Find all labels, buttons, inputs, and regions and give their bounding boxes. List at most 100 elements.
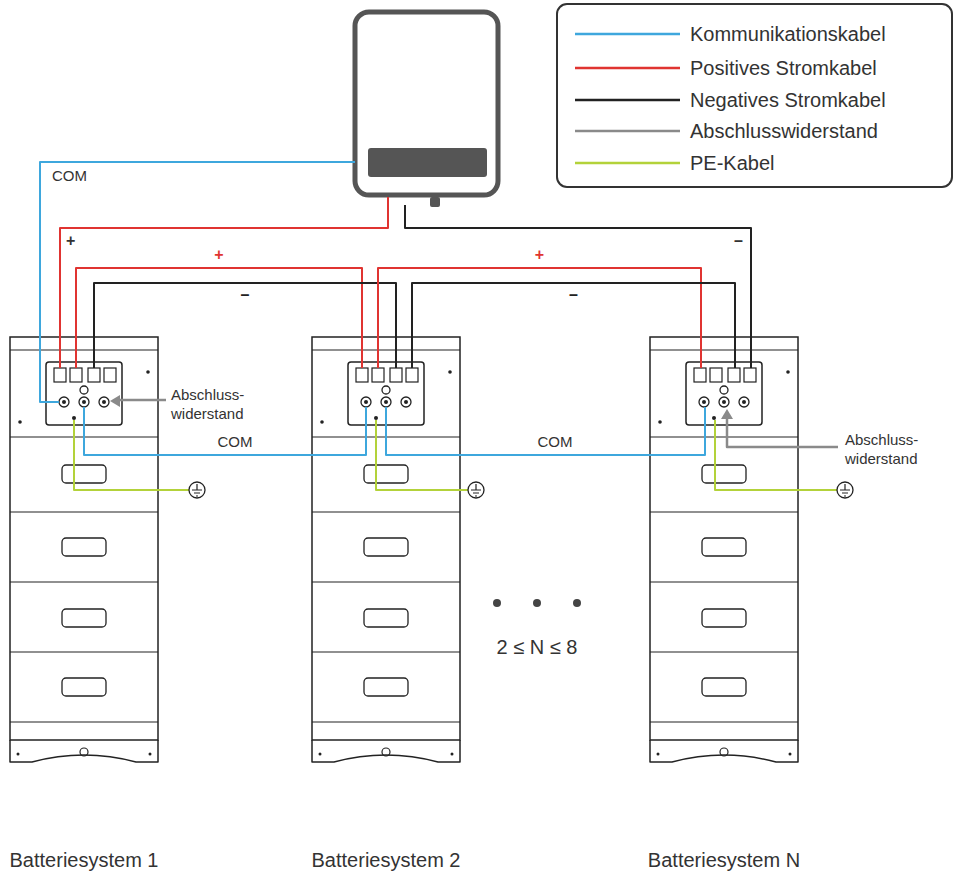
indicator	[720, 386, 728, 394]
module-handle	[62, 465, 106, 483]
legend-text: Positives Stromkabel	[690, 55, 877, 81]
cabinet-body	[312, 337, 460, 740]
edge-label: COM	[216, 433, 255, 451]
com-port	[739, 397, 749, 407]
cable-connector	[460, 454, 650, 456]
cable-port-stub	[395, 337, 397, 368]
terminator-arrowhead	[110, 395, 120, 407]
module-line	[10, 511, 158, 512]
base-screw	[382, 748, 390, 756]
inverter-connector	[430, 197, 440, 207]
module-handle	[364, 678, 408, 696]
battery-system: Batteriesystem 1	[10, 337, 158, 760]
terminator-leader	[727, 418, 838, 447]
module-line	[10, 581, 158, 582]
com-port	[699, 397, 709, 407]
module-line	[312, 651, 460, 652]
module-handle	[364, 465, 408, 483]
com-port-pin	[702, 400, 706, 404]
pe-terminal	[374, 416, 378, 420]
ground-symbol-lines	[840, 484, 850, 496]
module-line	[10, 721, 158, 722]
power-port	[406, 368, 418, 382]
ground-symbol	[837, 482, 853, 498]
module-line	[312, 511, 460, 512]
com-port-pin	[722, 400, 726, 404]
base-dot	[789, 753, 792, 756]
legend-text: Kommunikationskabel	[690, 21, 886, 47]
cabinet-dot	[658, 420, 662, 424]
power-port	[694, 368, 706, 382]
module-handle	[702, 678, 746, 696]
cabinet-base	[650, 740, 798, 762]
base-dot	[149, 753, 152, 756]
part-name: Abschluss- widerstand	[845, 430, 937, 468]
com-port-pin	[82, 400, 86, 404]
legend-box	[557, 4, 952, 187]
power-port	[390, 368, 402, 382]
base-dot	[319, 753, 322, 756]
cable-connector	[94, 283, 396, 337]
legend-line-sample	[575, 67, 680, 70]
module-line	[650, 436, 798, 437]
pe-terminal	[72, 416, 76, 420]
legend-text: Negatives Stromkabel	[690, 87, 886, 113]
cabinet-body	[650, 337, 798, 740]
ellipsis-dot	[533, 599, 541, 607]
module-line	[650, 511, 798, 512]
module-handle	[62, 538, 106, 556]
module-line	[10, 651, 158, 652]
cabinet-dot	[320, 420, 324, 424]
cabinet-dot	[448, 370, 452, 374]
ground-symbol	[189, 482, 205, 498]
base-screw	[720, 748, 728, 756]
power-port	[104, 368, 116, 382]
module-line	[650, 721, 798, 722]
negative-cable-inverter	[405, 205, 751, 368]
edge-label: –	[567, 286, 580, 304]
module-handle	[364, 609, 408, 627]
com-port-pin	[364, 400, 368, 404]
legend-text: Abschlusswiderstand	[690, 118, 878, 144]
com-port	[99, 397, 109, 407]
module-line	[650, 349, 798, 350]
power-port	[54, 368, 66, 382]
power-port	[372, 368, 384, 382]
com-cable-stub	[312, 407, 366, 455]
system-name: Batteriesystem N	[648, 848, 800, 872]
inverter-display	[368, 148, 487, 177]
battery-system: Batteriesystem N	[650, 337, 798, 760]
cable-port-stub	[75, 337, 77, 368]
cabinet-dot	[786, 370, 790, 374]
module-line	[312, 349, 460, 350]
pe-terminal	[712, 416, 716, 420]
indicator	[80, 386, 88, 394]
cabinet-dot	[18, 420, 22, 424]
com-port-pin	[404, 400, 408, 404]
com-port-pin	[384, 400, 388, 404]
com-port	[79, 397, 89, 407]
module-handle	[702, 465, 746, 483]
legend-line-sample	[575, 99, 680, 102]
base-dot	[17, 753, 20, 756]
base-dot	[657, 753, 660, 756]
com-cable-stub	[386, 407, 460, 455]
legend-text: PE-Kabel	[690, 150, 775, 176]
ground-symbol	[468, 482, 484, 498]
polarity-mark: –	[734, 232, 743, 250]
legend-line-sample	[575, 130, 680, 133]
system-name: Batteriesystem 1	[10, 848, 159, 872]
signal-name: COM	[52, 167, 87, 184]
cable-connector	[412, 283, 735, 337]
com-port	[401, 397, 411, 407]
module-handle	[702, 538, 746, 556]
cable-port-stub	[734, 337, 736, 368]
cabinet-dot	[146, 370, 150, 374]
com-port-pin	[62, 400, 66, 404]
com-port	[361, 397, 371, 407]
com-port	[59, 397, 69, 407]
battery-system: Batteriesystem 2	[312, 337, 460, 760]
cable-connector	[378, 268, 701, 337]
edge-label: +	[212, 246, 225, 264]
